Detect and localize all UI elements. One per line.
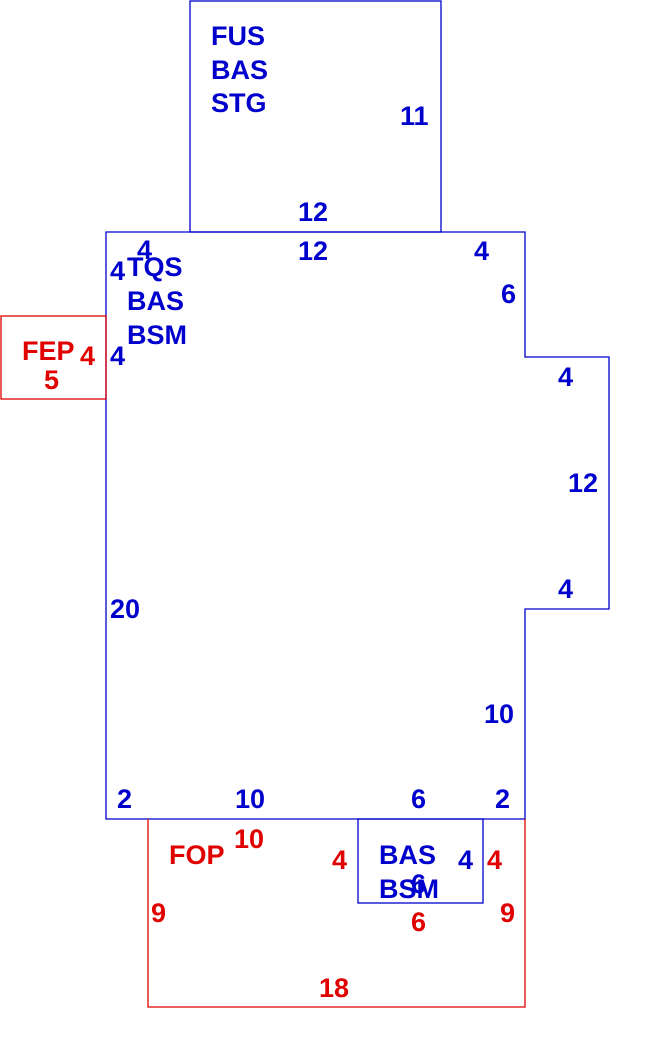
dim-main-top: 12: [298, 236, 328, 266]
dim-main-bottom-mid: 10: [235, 784, 265, 814]
small-block-code-1: BAS: [379, 840, 436, 870]
dim-fop-inner-bottom: 6: [411, 907, 426, 937]
dim-fop-bottom: 18: [319, 973, 349, 1003]
dim-top-right: 11: [400, 101, 429, 131]
dim-main-bottom-right: 2: [495, 784, 510, 814]
small-block-code-2: BSM: [379, 874, 439, 904]
dim-bump-right: 12: [568, 468, 598, 498]
dim-fop-left: 9: [151, 898, 166, 928]
fep-code: FEP: [22, 336, 75, 366]
top-block-code-1: FUS: [211, 21, 265, 51]
dim-small-bottom-overlap: 6: [411, 869, 426, 899]
dim-fop-right: 9: [500, 898, 515, 928]
main-block-code-1: TQS: [127, 252, 183, 282]
dim-main-top-left-b: 4: [110, 256, 125, 286]
small-block-outline: [357, 818, 484, 904]
dim-main-top-right: 4: [474, 236, 489, 266]
dim-bump-top: 4: [558, 362, 573, 392]
dim-fep-bottom: 5: [44, 365, 59, 395]
top-block-code-2: BAS: [211, 55, 268, 85]
dim-main-left: 20: [110, 594, 140, 624]
dim-fop-inner-left: 4: [332, 845, 347, 875]
dim-small-right: 4: [458, 845, 473, 875]
dim-main-left-lower: 4: [110, 341, 125, 371]
main-block-code-3: BSM: [127, 320, 187, 350]
dim-top-bottom: 12: [298, 197, 328, 227]
top-block-code-3: STG: [211, 88, 267, 118]
dim-main-right-upper: 6: [501, 279, 516, 309]
dim-main-bottom-left: 2: [117, 784, 132, 814]
dim-fop-inner-right: 4: [487, 845, 502, 875]
dim-fep-right: 4: [80, 341, 95, 371]
fop-outline: [147, 819, 526, 1008]
fop-code: FOP: [169, 840, 225, 870]
dim-main-right-lower: 10: [484, 699, 514, 729]
dim-main-bottom-small: 6: [411, 784, 426, 814]
dim-bump-bottom: 4: [558, 574, 573, 604]
fep-outline: [0, 315, 107, 400]
main-block-code-2: BAS: [127, 286, 184, 316]
dim-fop-top: 10: [234, 824, 264, 854]
dim-main-top-left-a: 4: [137, 235, 152, 265]
main-block-outline: [105, 231, 610, 820]
